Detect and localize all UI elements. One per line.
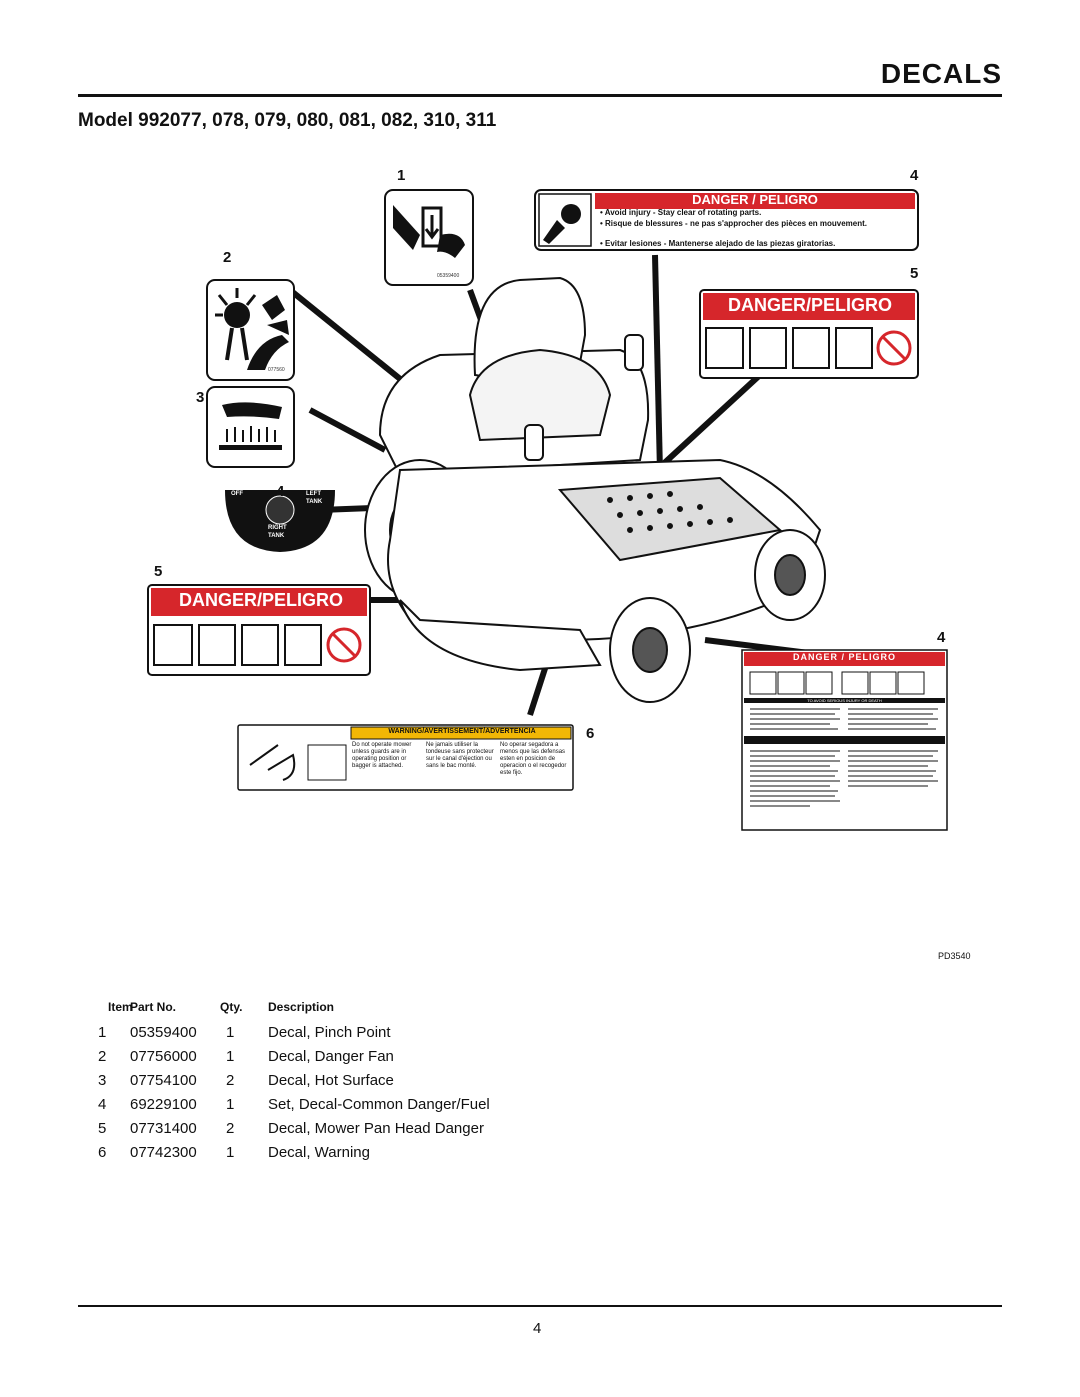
decal-6-header: WARNING/AVERTISSEMENT/ADVERTENCIA (388, 728, 536, 735)
decal-5-right-header: DANGER/PELIGRO (727, 295, 892, 315)
decal-3-hot-surface (206, 386, 295, 468)
row-item: 4 (98, 1096, 107, 1113)
row-part-no: 05359400 (130, 1024, 197, 1041)
section-title: DECALS (880, 58, 1002, 89)
decal-5-left-header: DANGER/PELIGRO (178, 590, 343, 610)
fuel-right-label: RIGHT (268, 525, 287, 531)
footer-rule (78, 1305, 1002, 1307)
row-description: Decal, Hot Surface (268, 1072, 394, 1089)
row-item: 2 (98, 1048, 107, 1065)
callout-5-left: 5 (154, 563, 163, 580)
decal-4-large-sub1: TO AVOID SERIOUS INJURY OR DEATH (807, 698, 882, 703)
header-description: Description (268, 1000, 335, 1014)
row-description: Decal, Pinch Point (268, 1024, 391, 1041)
figure-id: PD3540 (938, 951, 971, 961)
row-item: 3 (98, 1072, 107, 1089)
row-item: 5 (98, 1120, 107, 1137)
fuel-right-tank-label: TANK (268, 533, 285, 539)
decal-1-code: 05359400 (437, 273, 460, 279)
decal-6-col2: Ne jamais utiliser la tondeuse sans prot… (426, 742, 494, 769)
decal-6-warning (237, 724, 574, 791)
decal-5-mower-pan-danger-right (699, 289, 919, 379)
row-description: Decal, Danger Fan (268, 1048, 394, 1065)
decal-4-rotating-parts (534, 189, 919, 251)
callout-5-right: 5 (910, 265, 919, 282)
row-qty: 1 (226, 1096, 235, 1113)
fuel-left-tank-label: TANK (306, 499, 323, 505)
decal-1-pinch-point (384, 189, 474, 286)
row-item: 6 (98, 1144, 107, 1161)
decal-4-large-sub2: POUR EVITER LES BLESSURES GRAVES OU LA M… (748, 746, 840, 756)
row-description: Set, Decal-Common Danger/Fuel (268, 1096, 490, 1113)
decal-4-large-sub3: PARA EVITAR DAÑOS SERIOS O LA MUERTE (848, 746, 934, 751)
row-qty: 2 (226, 1072, 235, 1089)
fuel-left-label: LEFT (306, 491, 321, 497)
decal-6-col3: No operar segadora a menos que las defen… (500, 742, 567, 776)
callout-6: 6 (586, 725, 595, 742)
decal-4-top-header: DANGER / PELIGRO (692, 192, 818, 207)
row-description: Decal, Mower Pan Head Danger (268, 1120, 484, 1137)
decal-2-danger-fan (206, 279, 295, 381)
row-item: 1 (98, 1024, 107, 1041)
header-qty: Qty. (220, 1000, 243, 1014)
row-part-no: 69229100 (130, 1096, 197, 1113)
fuel-off-label: OFF (231, 491, 243, 497)
callout-3: 3 (196, 389, 205, 406)
decal-5-mower-pan-danger (147, 584, 371, 676)
row-qty: 1 (226, 1048, 235, 1065)
mower-drawing (364, 276, 826, 703)
header-part-no: Part No. (130, 1000, 177, 1014)
row-qty: 1 (226, 1144, 235, 1161)
decal-6-col1: Do not operate mower unless guards are i… (352, 742, 412, 769)
row-description: Decal, Warning (268, 1144, 370, 1161)
model-heading: Model 992077, 078, 079, 080, 081, 082, 3… (78, 110, 497, 131)
decal-location-illustration (147, 189, 948, 831)
callout-4-top: 4 (910, 167, 919, 184)
header-item: Item (108, 1000, 133, 1014)
decal-4-top-line3: • Evitar lesiones - Mantenerse alejado d… (600, 239, 836, 248)
callout-4-large: 4 (937, 629, 946, 646)
header-rule (78, 94, 1002, 97)
callout-1: 1 (397, 167, 406, 184)
decal-4-top-line1: • Avoid injury - Stay clear of rotating … (600, 208, 762, 217)
decal-4-top-line2: • Risque de blessures - ne pas s'approch… (600, 219, 868, 228)
decal-4-large-header: DANGER / PELIGRO (792, 652, 896, 662)
row-part-no: 07754100 (130, 1072, 197, 1089)
row-qty: 2 (226, 1120, 235, 1137)
page-number: 4 (533, 1320, 542, 1337)
row-qty: 1 (226, 1024, 235, 1041)
row-part-no: 07742300 (130, 1144, 197, 1161)
row-part-no: 07756000 (130, 1048, 197, 1065)
decal-2-code: 077560 (268, 367, 285, 373)
decal-4-large-danger (741, 649, 948, 831)
callout-4-fuel: 4 (276, 483, 285, 500)
decal-4-fuel-selector (225, 490, 335, 552)
row-part-no: 07731400 (130, 1120, 197, 1137)
callout-2: 2 (223, 249, 232, 266)
